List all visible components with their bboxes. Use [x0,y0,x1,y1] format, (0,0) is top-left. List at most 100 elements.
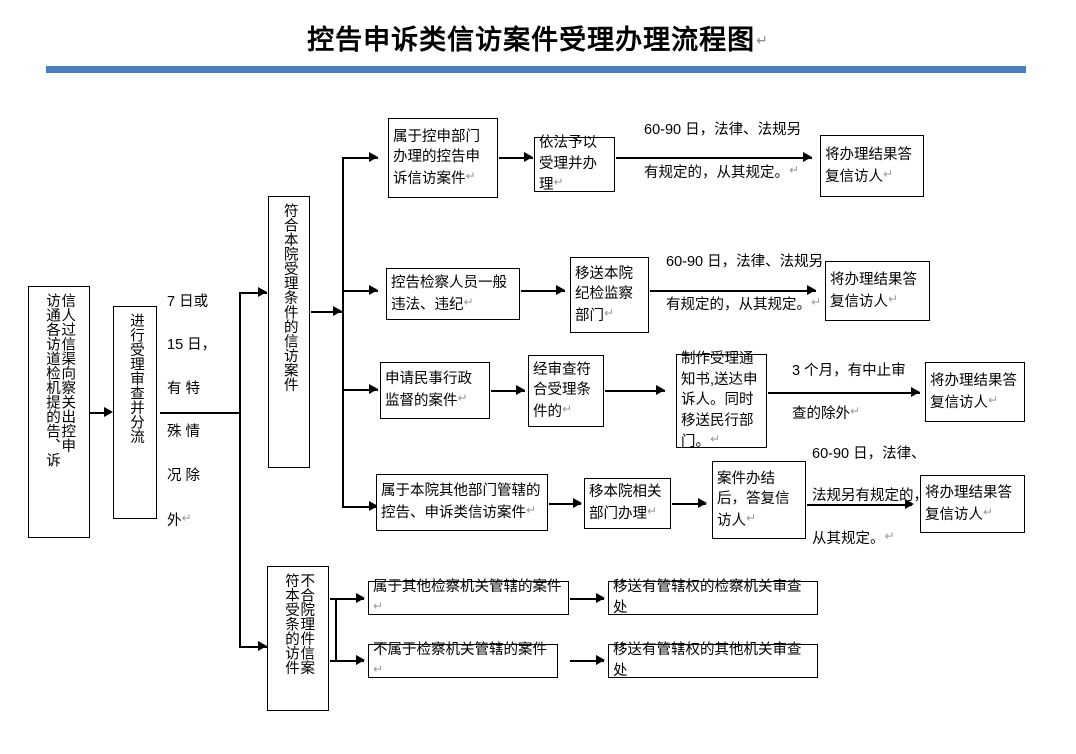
edge-fan-branch-3 [342,389,378,391]
edge-row3-b-c-arrowhead [656,385,665,395]
edge-label-row3-line-1: 3 个月，有中止审 [792,363,906,380]
page-title: 控告申诉类信访案件受理办理流程图↵ [0,18,1076,57]
edge-row4-c-d-arrowhead [905,499,914,509]
node-review[interactable]: 进行受理审查并分流 [113,306,157,519]
paragraph-mark-icon: ↵ [888,291,899,306]
node-row4-result-label: 将办理结果答复信访人↵ [925,484,1012,523]
edge-label-row1-line-1: 60-90 日，法律、法规另 [644,122,802,139]
edge-split-to-qualified [239,292,267,294]
node-row1-action-label: 依法予以受理并办理↵ [539,135,597,194]
node-qualified[interactable]: 符合本院受理条件的信访案件 [268,196,310,468]
edge-fan-trunk-vertical [342,157,344,507]
node-row1-result[interactable]: 将办理结果答复信访人↵ [820,135,924,197]
paragraph-mark-icon: ↵ [457,391,468,405]
edge-intake-review-arrowhead [104,407,113,417]
edge-unqualified-branch-1-arrowhead [356,593,365,603]
edge-row3-c-d-arrowhead [911,387,920,397]
edge-label-intake-line-3: 有 特 [167,380,201,397]
node-row4-reply-label: 案件办结后，答复信访人↵ [717,470,790,529]
edge-label-row3-deadline: 3 个月，有中止审 查的除外↵ [792,340,932,446]
node-row3-notice-label: 制作受理通知书,送达申诉人。同时移送民行部门。↵ [681,351,758,451]
node-intake[interactable]: 信人过信渠向察关出控申 访通各访道检机提的告、诉 [28,286,90,538]
paragraph-mark-icon: ↵ [604,305,615,320]
node-row3-notice[interactable]: 制作受理通知书,送达申诉人。同时移送民行部门。↵ [676,351,767,450]
edge-qualified-fan-arrowhead [333,306,342,316]
paragraph-mark-icon: ↵ [811,295,822,310]
edge-row5-a-b [570,598,604,600]
edge-label-intake-line-6: 外↵ [167,511,192,530]
node-row3-case-type-label: 申请民事行政监督的案件↵ [385,371,472,409]
edge-row4-a-b [549,503,581,505]
node-unqualified-col-2: 符本受条的访件 [283,573,299,675]
paragraph-mark-icon: ↵ [463,294,474,309]
title-divider [46,66,1026,73]
paragraph-mark-icon: ↵ [988,392,999,407]
edge-intake-review [90,412,108,414]
node-row4-action-label: 移本院相关部门办理↵ [589,484,662,522]
edge-split-to-unqualified [239,646,267,648]
edge-split-to-unqualified-arrowhead [258,641,267,651]
node-row1-result-label: 将办理结果答复信访人↵ [825,146,912,185]
edge-fan-branch-4-arrowhead [369,501,378,511]
node-row3-review-label: 经审查符合受理条件的↵ [533,361,591,420]
paragraph-mark-icon: ↵ [647,504,658,518]
node-row4-action[interactable]: 移本院相关部门办理↵ [584,478,671,529]
edge-fan-branch-2 [342,290,378,292]
node-row6-case-type-label: 不属于检察机关管辖的案件↵ [373,641,547,676]
node-qualified-col-1: 符合本院受理条件的信访案件 [281,203,298,392]
edge-row3-a-b [491,390,525,392]
node-row6-action[interactable]: 移送有管辖权的其他机关审查处 [608,642,818,679]
edge-fan-branch-4 [342,506,378,508]
edge-row4-b-c-arrowhead [698,498,707,508]
edge-row1-a-b-arrowhead [524,152,533,162]
edge-label-row4-line-1: 60-90 日，法律、 [812,446,926,463]
node-row2-action[interactable]: 移送本院纪检监察部门↵ [570,257,649,333]
edge-unqualified-branch-1 [330,598,364,600]
node-row5-case-type-label: 属于其他检察机关管辖的案件↵ [373,578,562,613]
node-row4-reply[interactable]: 案件办结后，答复信访人↵ [712,461,806,539]
paragraph-mark-icon: ↵ [883,166,894,181]
node-row2-case-type[interactable]: 控告检察人员一般违法、违纪↵ [386,268,520,320]
node-row3-result[interactable]: 将办理结果答复信访人↵ [925,362,1025,422]
node-row1-action[interactable]: 依法予以受理并办理↵ [534,135,615,193]
paragraph-mark-icon: ↵ [710,432,721,447]
node-row6-case-type[interactable]: 不属于检察机关管辖的案件↵ [368,642,558,678]
edge-row3-a-b-arrowhead [516,385,525,395]
edge-review-split [160,412,240,414]
node-row2-result[interactable]: 将办理结果答复信访人↵ [825,261,930,321]
node-row3-review[interactable]: 经审查符合受理条件的↵ [528,355,604,427]
edge-label-row2-deadline: 60-90 日，法律、法规另 有规定的，从其规定。↵ [666,231,866,337]
node-row5-case-type[interactable]: 属于其他检察机关管辖的案件↵ [368,579,569,615]
edge-unqualified-trunk-vertical [335,598,337,660]
edge-row3-b-c [605,390,665,392]
edge-unqualified-branch-2 [330,660,364,662]
edge-label-intake-line-2: 15 日， [167,337,217,354]
node-intake-col-1: 信人过信渠向察关出控申 [59,293,76,453]
node-row4-result[interactable]: 将办理结果答复信访人↵ [920,475,1025,533]
edge-fan-branch-1-arrowhead [369,152,378,162]
paragraph-mark-icon: ↵ [562,401,573,416]
edge-unqualified-branch-2-arrowhead [356,655,365,665]
paragraph-mark-icon: ↵ [789,163,800,178]
paragraph-mark-icon: ↵ [756,32,769,48]
node-unqualified[interactable]: 不合院理件信案 符本受条的访件 [267,566,329,711]
edge-label-row4-line-2: 法规另有规定的， [812,488,928,505]
node-row3-result-label: 将办理结果答复信访人↵ [930,372,1017,411]
paragraph-mark-icon: ↵ [373,598,384,613]
edge-row2-a-b-arrowhead [556,285,565,295]
node-row5-action[interactable]: 移送有管辖权的检察机关审查处 [608,579,818,616]
paragraph-mark-icon: ↵ [526,503,537,517]
edge-row4-a-b-arrowhead [573,498,582,508]
node-row3-case-type[interactable]: 申请民事行政监督的案件↵ [380,362,490,419]
edge-label-intake-line-4: 殊 情 [167,424,201,441]
edge-row4-b-c [672,503,706,505]
edge-row1-b-c-arrowhead [803,152,812,162]
edge-label-row1-line-2: 有规定的，从其规定。↵ [644,163,800,182]
paragraph-mark-icon: ↵ [181,511,192,526]
edge-row4-c-d [807,504,912,506]
paragraph-mark-icon: ↵ [373,661,384,676]
edge-label-row4-line-3: 从其规定。↵ [812,529,895,548]
node-row4-case-type[interactable]: 属于本院其他部门管辖的控告、申诉类信访案件↵ [376,474,548,531]
node-row1-case-type[interactable]: 属于控申部门办理的控告申诉信访案件↵ [388,118,498,198]
